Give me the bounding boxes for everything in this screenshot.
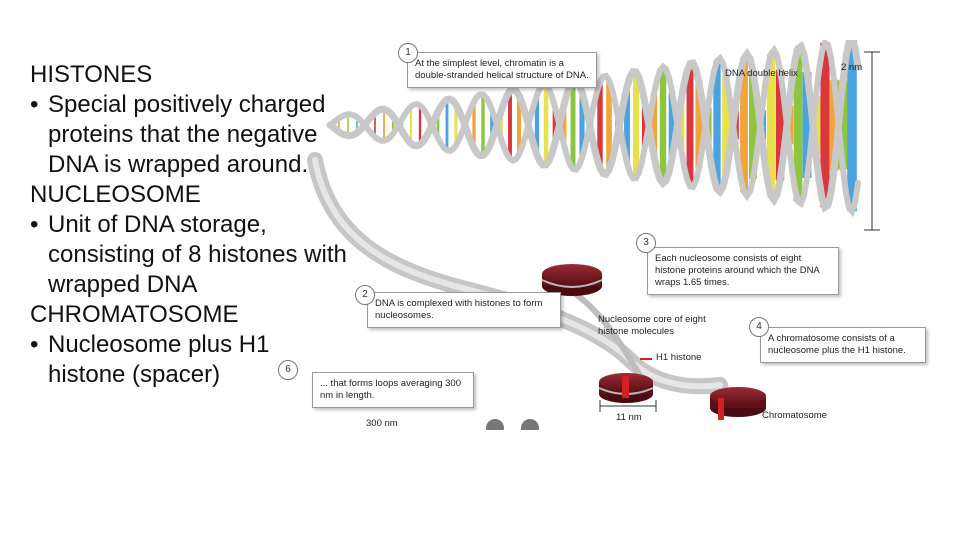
dna-helix (326, 31, 862, 218)
chromatosome-heading: CHROMATOSOME (30, 301, 239, 328)
chromatosome-bullet: • Nucleosome plus H1 histone (spacer) (30, 330, 350, 390)
chromatin-figure: At the simplest level, chromatin is a do… (278, 31, 926, 437)
dna-strand-lower (568, 287, 648, 387)
callout-badge-6: 6 (278, 360, 298, 380)
callout-1: At the simplest level, chromatin is a do… (407, 52, 597, 88)
callout-2: DNA is complexed with histones to form n… (367, 292, 561, 328)
callout-6: ... that forms loops averaging 300 nm in… (312, 372, 474, 408)
histones-heading: HISTONES (30, 61, 153, 88)
callout-4: A chromatosome consists of a nucleosome … (760, 327, 926, 363)
label-nucleosome-core: Nucleosome core of eight histone molecul… (598, 314, 706, 337)
chromatin-illustration (307, 31, 880, 437)
bullet-dot: • (30, 331, 39, 358)
label-11nm: 11 nm (616, 412, 642, 423)
loop-bead (486, 419, 504, 437)
label-chromatosome: Chromatosome (762, 410, 827, 421)
chromatosome-bullet-text: Nucleosome plus H1 histone (spacer) (48, 331, 270, 388)
nucleosome-bullet-text: Unit of DNA storage, consisting of 8 his… (48, 211, 347, 298)
dna-backbone-b (327, 38, 861, 218)
label-h1-histone: H1 histone (656, 352, 702, 363)
nucleosome-top (541, 264, 603, 296)
label-dna-double-helix: DNA double helix (725, 68, 798, 79)
callout-3: Each nucleosome consists of eight histon… (647, 247, 839, 295)
nucleosome-bullet: • Unit of DNA storage, consisting of 8 hi… (30, 210, 350, 300)
histones-bullet-text: Special positively charged proteins that… (48, 91, 326, 178)
callout-badge-3: 3 (636, 233, 656, 253)
bullet-dot: • (30, 211, 39, 238)
label-300nm: 300 nm (366, 418, 398, 429)
chromatosome-cylinder (710, 387, 766, 420)
histones-bullet: • Special positively charged proteins tha… (30, 90, 350, 180)
slide-text: HISTONES • Special positively charged pro… (30, 60, 350, 390)
loop-bead (521, 419, 539, 437)
bullet-dot: • (30, 91, 39, 118)
callout-badge-1: 1 (398, 43, 418, 63)
dna-backbone-a (326, 31, 862, 213)
callout-badge-4: 4 (749, 317, 769, 337)
label-2nm: 2 nm (841, 62, 863, 73)
callout-badge-2: 2 (355, 285, 375, 305)
nucleosome-left (598, 373, 654, 403)
nucleosome-heading: NUCLEOSOME (30, 181, 201, 208)
